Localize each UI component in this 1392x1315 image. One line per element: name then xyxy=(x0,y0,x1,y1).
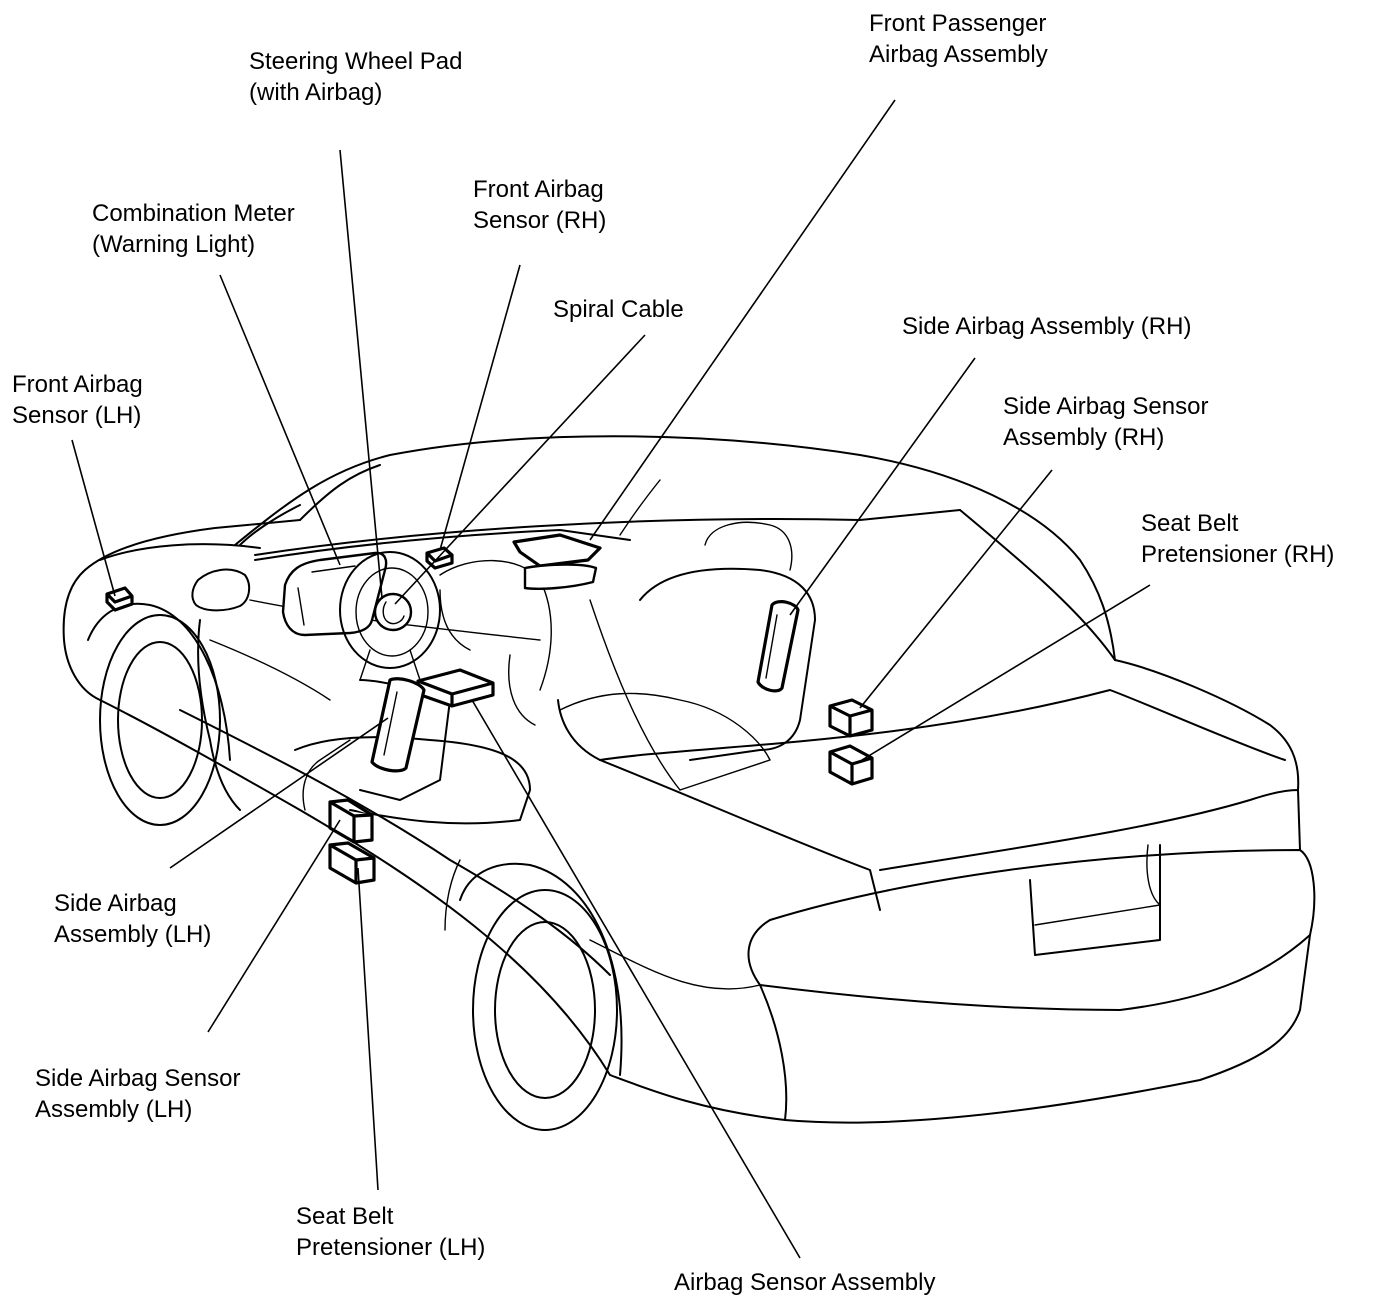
leader-side-airbag-sensor-rh xyxy=(859,469,1053,709)
label-side-airbag-assembly-rh: Side Airbag Assembly (RH) xyxy=(902,313,1192,340)
leader-side-airbag-lh xyxy=(169,717,389,869)
leader-seat-belt-pretensioner-rh xyxy=(861,584,1151,761)
label-side-airbag-assembly-lh: Side Airbag Assembly (LH) xyxy=(54,890,212,948)
airbag-sensor-assembly-part xyxy=(416,668,495,708)
side-airbag-sensor-rh-part xyxy=(828,698,874,738)
label-seat-belt-pretensioner-rh: Seat Belt Pretensioner (RH) xyxy=(1141,510,1335,568)
side-airbag-lh-part xyxy=(370,677,426,773)
leader-front-airbag-sensor-lh xyxy=(71,439,116,597)
label-seat-belt-pretensioner-lh: Seat Belt Pretensioner (LH) xyxy=(296,1203,486,1261)
leader-front-airbag-sensor-rh xyxy=(439,264,521,551)
leader-lines xyxy=(71,99,1151,1259)
leader-seat-belt-pretensioner-lh xyxy=(357,867,379,1191)
label-side-airbag-sensor-assembly-lh: Side Airbag Sensor Assembly (LH) xyxy=(35,1065,241,1123)
label-front-passenger-airbag-assembly: Front Passenger Airbag Assembly xyxy=(869,10,1048,68)
label-front-airbag-sensor-lh: Front Airbag Sensor (LH) xyxy=(12,371,143,429)
leader-combination-meter xyxy=(219,274,341,566)
label-side-airbag-sensor-assembly-rh: Side Airbag Sensor Assembly (RH) xyxy=(1003,393,1209,451)
side-airbag-rh-part xyxy=(756,600,800,693)
front-airbag-sensor-lh-part xyxy=(105,586,134,612)
leader-steering-wheel-pad xyxy=(339,149,383,599)
leader-spiral-cable xyxy=(394,334,646,605)
label-combination-meter: Combination Meter (Warning Light) xyxy=(92,200,295,258)
side-airbag-sensor-lh-part xyxy=(328,798,374,844)
leader-front-passenger-airbag xyxy=(589,99,896,541)
leader-side-airbag-rh xyxy=(789,357,976,616)
label-steering-wheel-pad: Steering Wheel Pad (with Airbag) xyxy=(249,48,463,106)
label-front-airbag-sensor-rh: Front Airbag Sensor (RH) xyxy=(473,176,607,234)
components xyxy=(105,533,874,885)
front-passenger-airbag-part xyxy=(512,533,602,568)
leader-airbag-sensor-assembly xyxy=(471,699,801,1259)
seat-belt-pretensioner-rh-part xyxy=(828,744,874,786)
car-body xyxy=(62,435,1316,1131)
label-airbag-sensor-assembly: Airbag Sensor Assembly xyxy=(674,1269,936,1296)
label-spiral-cable: Spiral Cable xyxy=(553,296,684,323)
seat-belt-pretensioner-lh-part xyxy=(328,841,376,885)
leader-side-airbag-sensor-lh xyxy=(207,819,341,1033)
